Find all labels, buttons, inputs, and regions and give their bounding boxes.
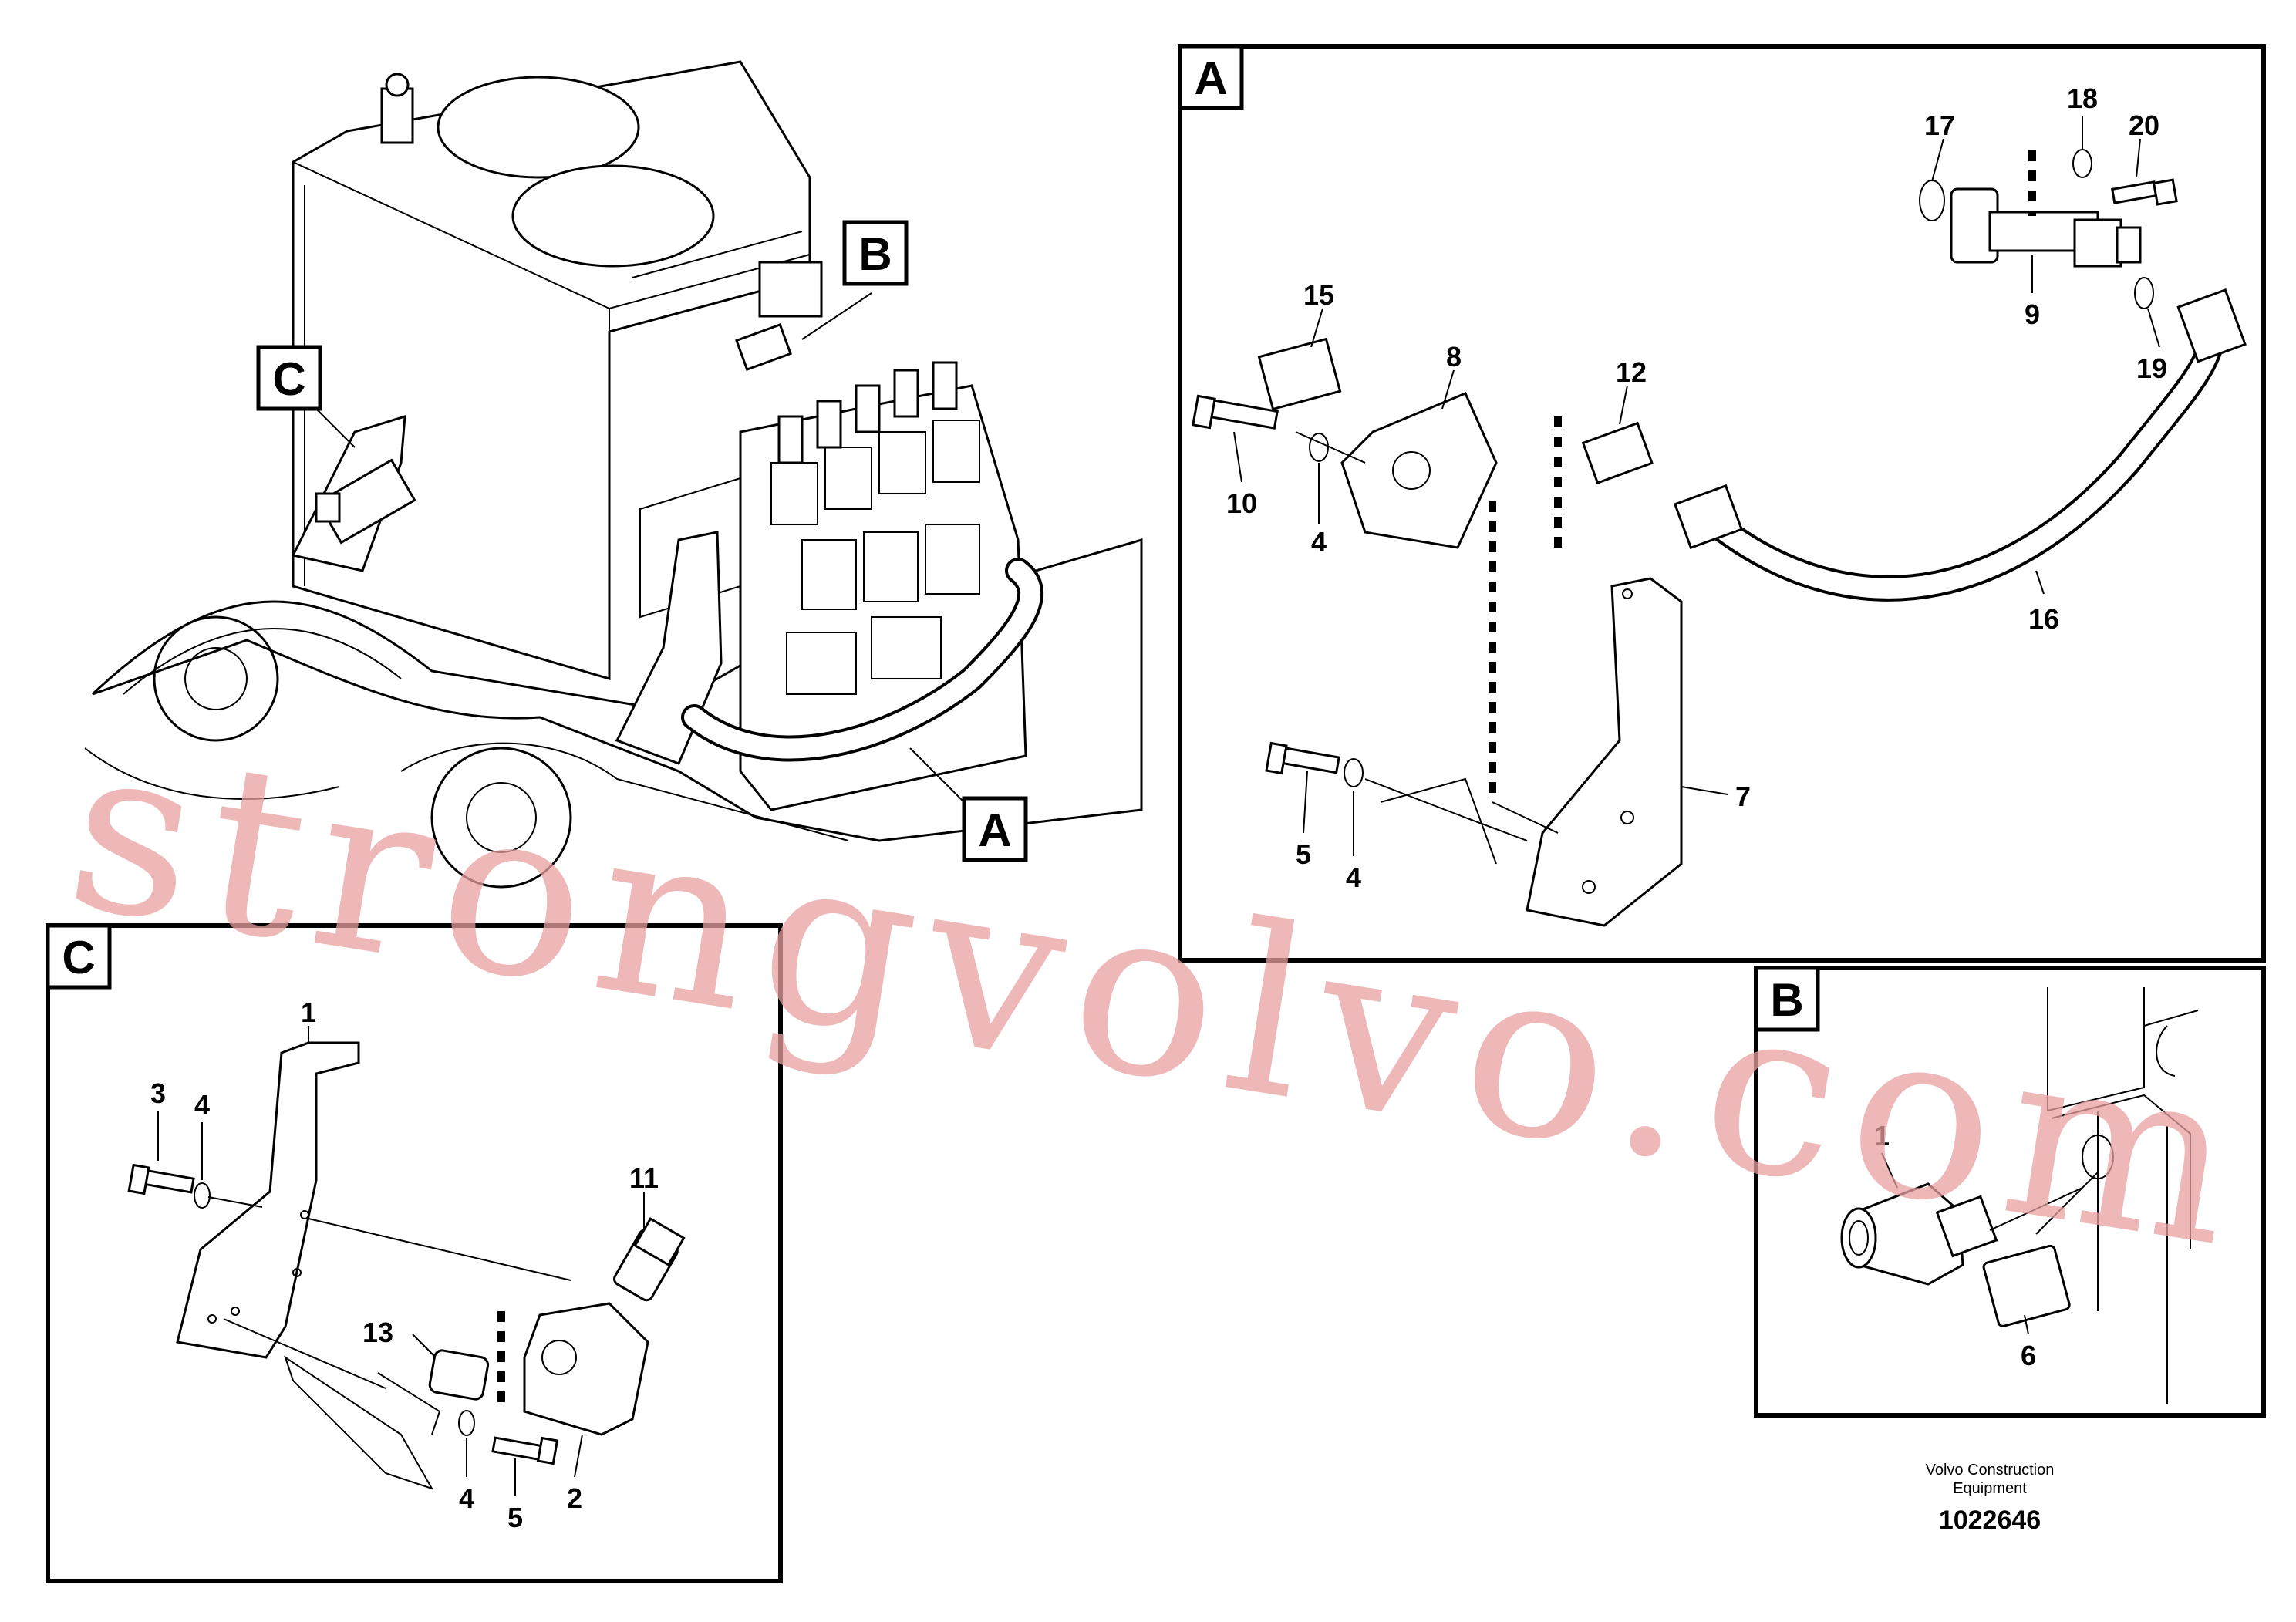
callout-c-3: 3 [150, 1077, 166, 1109]
callout-b-6: 6 [2021, 1340, 2036, 1371]
view-a-frame [1178, 44, 2266, 963]
callout-a-10: 10 [1226, 487, 1257, 519]
svg-text:A: A [978, 804, 1011, 856]
footer-brand-line2: Equipment [1953, 1480, 2027, 1497]
callout-c-5: 5 [507, 1502, 523, 1533]
o-ring-17 [1919, 180, 1945, 221]
callout-a-5: 5 [1296, 838, 1311, 870]
overview-drawing [84, 60, 1143, 889]
callout-c-2: 2 [567, 1482, 582, 1514]
callout-c-4: 4 [194, 1089, 210, 1121]
callout-c-1: 1 [301, 996, 316, 1028]
detail-view-b: B 1 6 [1754, 966, 2266, 1418]
drawing-number: 1022646 [1939, 1506, 2041, 1535]
block-2 [523, 1302, 649, 1436]
watermark: strongvolvo.com [53, 690, 2267, 1300]
callout-c-11: 11 [629, 1162, 659, 1194]
overview-tag-a[interactable]: A [962, 796, 1028, 862]
callout-a-18: 18 [2067, 83, 2098, 114]
callout-a-7: 7 [1735, 781, 1751, 812]
o-ring-19 [2134, 277, 2154, 309]
track-wheel-left [153, 615, 279, 742]
bracket-1 [176, 1041, 360, 1359]
nut-6 [1982, 1244, 2071, 1327]
callout-a-4: 4 [1311, 526, 1327, 558]
upper-frame [91, 538, 1143, 842]
view-c-frame [46, 923, 783, 1583]
callout-a-15: 15 [1303, 279, 1334, 311]
callout-a-8: 8 [1446, 341, 1462, 373]
bracket-7 [1526, 577, 1683, 927]
adapter-12 [1581, 421, 1654, 484]
block-8 [1340, 392, 1498, 549]
washer-4-b [1344, 758, 1364, 787]
adapter-15 [1257, 337, 1342, 411]
screw-20 [2110, 180, 2158, 204]
overview-tag-c[interactable]: C [256, 345, 322, 411]
callout-a-16: 16 [2028, 603, 2059, 635]
view-a-tag: A [1194, 52, 1227, 104]
tank-cover-plate [437, 76, 640, 179]
svg-text:C: C [272, 353, 305, 405]
callout-a-9: 9 [2025, 298, 2040, 330]
washer-18 [2072, 149, 2092, 178]
track-wheel-center [430, 747, 572, 889]
view-b-tag: B [1770, 974, 1803, 1026]
view-c-tag: C [62, 932, 95, 983]
svg-text:B: B [858, 228, 892, 280]
adapter-13 [428, 1349, 490, 1401]
callout-a-19: 19 [2136, 352, 2167, 384]
footer-block: Volvo Construction Equipment 1022646 [1926, 1462, 2055, 1535]
callout-a-12: 12 [1616, 356, 1647, 388]
view-b-frame [1754, 966, 2266, 1418]
detail-view-c: C 1 3 4 [46, 923, 783, 1583]
fitting-b-overview [735, 323, 792, 371]
callout-a-4-lower: 4 [1346, 862, 1361, 893]
washer-4-c [194, 1182, 211, 1209]
callout-a-17: 17 [1924, 110, 1955, 141]
detail-view-a: A [1178, 44, 2266, 963]
washer-4-a [1309, 433, 1329, 462]
callout-c-4-lower: 4 [459, 1482, 474, 1514]
callout-b-1: 1 [1874, 1120, 1890, 1152]
footer-brand-line1: Volvo Construction [1926, 1462, 2055, 1479]
washer-4-d [458, 1410, 475, 1436]
callout-a-20: 20 [2129, 110, 2159, 141]
overview-tag-b[interactable]: B [842, 220, 909, 286]
callout-c-13: 13 [362, 1317, 393, 1348]
